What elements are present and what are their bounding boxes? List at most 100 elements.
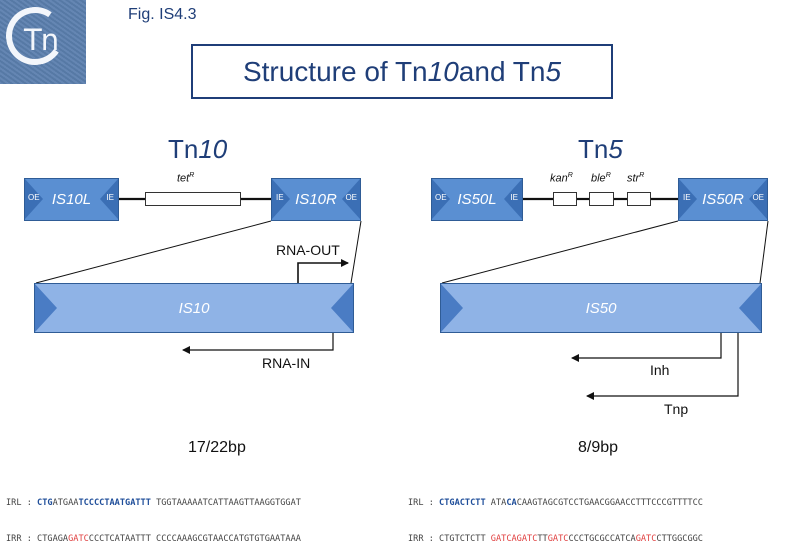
sequence-segment: CCCTGCGCCATCA: [568, 534, 636, 544]
sequence-segment: ATA: [485, 498, 507, 508]
is50-expanded-label: IS50: [585, 299, 617, 317]
sequence-segment: GATCAGATC: [490, 534, 538, 544]
is10-expanded-left-end: [35, 284, 57, 332]
tet-gene-label: tetR: [177, 172, 194, 185]
ble-gene-label: bleR: [591, 172, 611, 185]
is10l-left-end: [25, 179, 43, 219]
rna-in-arrow: [182, 332, 334, 354]
sequence-segment: CTGTCTCTT: [439, 534, 491, 544]
sequence-segment: ATGAA: [52, 498, 79, 508]
tn10-irl-seq: CTGATGAATCCCCTAATGATTT TGGTAAAAATCATTAAG…: [37, 498, 301, 508]
sequence-segment: GATC: [635, 534, 657, 544]
figure-label: Fig. IS4.3: [128, 6, 197, 23]
sequence-segment: CTGACTCTT: [439, 498, 486, 508]
rna-out-label: RNA-OUT: [276, 242, 340, 258]
is50r-ie-label: IE: [683, 193, 691, 202]
tn10-expand-left: [35, 220, 272, 284]
tn-logo: Tn: [0, 0, 86, 84]
is50r-box: IE IS50R OE: [678, 178, 768, 221]
diagram-lines: [35, 197, 769, 400]
is50l-ie-label: IE: [510, 193, 518, 202]
tn10-title: Tn10: [168, 134, 227, 165]
tn5-irl-seq: CTGACTCTT ATACACAAGTAGCGTCCTGAACGGAACCTT…: [439, 498, 703, 508]
is10l-oe-label: OE: [28, 193, 40, 202]
tet-name: tet: [177, 172, 190, 185]
is10-expanded-box: IS10: [34, 283, 354, 333]
sequence-segment: CTGAGA: [37, 534, 69, 544]
str-name: str: [627, 172, 640, 185]
title-mid: and Tn: [458, 55, 546, 87]
is50l-right-end: [504, 179, 522, 219]
is10-expanded-label: IS10: [178, 299, 210, 317]
sequence-segment: CAAGTAGCGTCCTGAACGGAACCTTTCCCGTTTTCC: [516, 498, 703, 508]
is10l-ie-label: IE: [106, 193, 114, 202]
tn10-irl-label: IRL :: [6, 498, 38, 508]
ble-gene-box: [589, 192, 614, 206]
is10-expanded-right-end: [331, 284, 353, 332]
is50r-oe-label: OE: [752, 193, 764, 202]
sequence-segment: CTG: [37, 498, 53, 508]
ble-sup: R: [605, 172, 611, 179]
tn5-bp-label: 8/9bp: [578, 439, 619, 456]
is10r-right-end: [342, 179, 360, 219]
is10r-ie-label: IE: [276, 193, 284, 202]
sequence-segment: TT: [537, 534, 548, 544]
is50l-box: OE IS50L IE: [431, 178, 523, 221]
tn10-sequences: IRL : CTGATGAATCCCCTAATGATTT TGGTAAAAATC…: [6, 473, 301, 557]
tn10-irr-seq: CTGAGAGATCCCCTCATAATTT CCCCAAAGCGTAACCAT…: [37, 534, 301, 544]
sequence-segment: CTTGGCGGC: [656, 534, 703, 544]
tet-gene-box: [145, 192, 241, 206]
tet-sup: R: [189, 172, 195, 179]
logo-text: Tn: [24, 23, 59, 57]
is50-expanded-box: IS50: [440, 283, 762, 333]
kan-sup: R: [567, 172, 573, 179]
is10l-label: IS10L: [51, 191, 92, 208]
tn5-expand-left: [441, 220, 679, 284]
is50r-label: IS50R: [702, 191, 744, 208]
tn10-irr-label: IRR :: [6, 534, 38, 544]
tn10-title-num: 10: [198, 134, 228, 164]
sequence-segment: TGGTAAAAATCATTAAGTTAAGGTGGAT: [150, 498, 301, 508]
str-gene-label: strR: [627, 172, 644, 185]
is10l-right-end: [100, 179, 118, 219]
tnp-arrow: [586, 332, 739, 400]
tn5-title-prefix: Tn: [578, 134, 609, 164]
tn5-sequences: IRL : CTGACTCTT ATACACAAGTAGCGTCCTGAACGG…: [408, 473, 703, 557]
tn5-irr-row: IRR : CTGTCTCTT GATCAGATCTT GATCCCCTGCGCC…: [408, 533, 703, 545]
tn5-irr-label: IRR :: [408, 534, 440, 544]
sequence-segment: CA: [506, 498, 517, 508]
tnp-label: Tnp: [664, 401, 689, 417]
tn5-title: Tn5: [578, 134, 623, 165]
is50-expanded-left-end: [441, 284, 463, 332]
kan-gene-label: kanR: [550, 172, 573, 185]
is50r-left-end: [679, 179, 697, 219]
tn10-irr-row: IRR : CTGAGAGATCCCCTCATAATTT CCCCAAAGCGT…: [6, 533, 301, 545]
is10l-box: OE IS10L IE: [24, 178, 119, 221]
tn5-title-num: 5: [608, 134, 623, 164]
tn10-expand-right: [350, 220, 362, 284]
title-prefix: Structure of Tn: [242, 55, 428, 87]
is10r-oe-label: OE: [345, 193, 357, 202]
tn5-irl-row: IRL : CTGACTCTT ATACACAAGTAGCGTCCTGAACGG…: [408, 497, 703, 509]
tn10-bp-label: 17/22bp: [188, 439, 246, 456]
str-sup: R: [639, 172, 645, 179]
is50r-right-end: [749, 179, 767, 219]
ble-name: ble: [591, 172, 606, 185]
inh-label: Inh: [650, 362, 670, 378]
tn5-expand-right: [759, 220, 769, 284]
sequence-segment: TCCCCTAATGATTT: [78, 498, 151, 508]
tn5-irr-seq: CTGTCTCTT GATCAGATCTTGATCCCCTGCGCCATCAGA…: [439, 534, 703, 544]
tn10-irl-row: IRL : CTGATGAATCCCCTAATGATTT TGGTAAAAATC…: [6, 497, 301, 509]
kan-name: kan: [550, 172, 568, 185]
inh-arrow: [571, 332, 722, 362]
sequence-segment: CCCTCATAATTT CCCCAAAGCGTAACCATGTGTGAATAA…: [88, 534, 301, 544]
is50-expanded-right-end: [739, 284, 761, 332]
rna-in-label: RNA-IN: [262, 355, 311, 371]
is10r-box: IE IS10R OE: [271, 178, 361, 221]
is50l-label: IS50L: [457, 191, 497, 208]
is50l-oe-label: OE: [435, 193, 447, 202]
title-num-1: 10: [427, 55, 459, 87]
kan-gene-box: [553, 192, 577, 206]
sequence-segment: GATC: [68, 534, 89, 544]
